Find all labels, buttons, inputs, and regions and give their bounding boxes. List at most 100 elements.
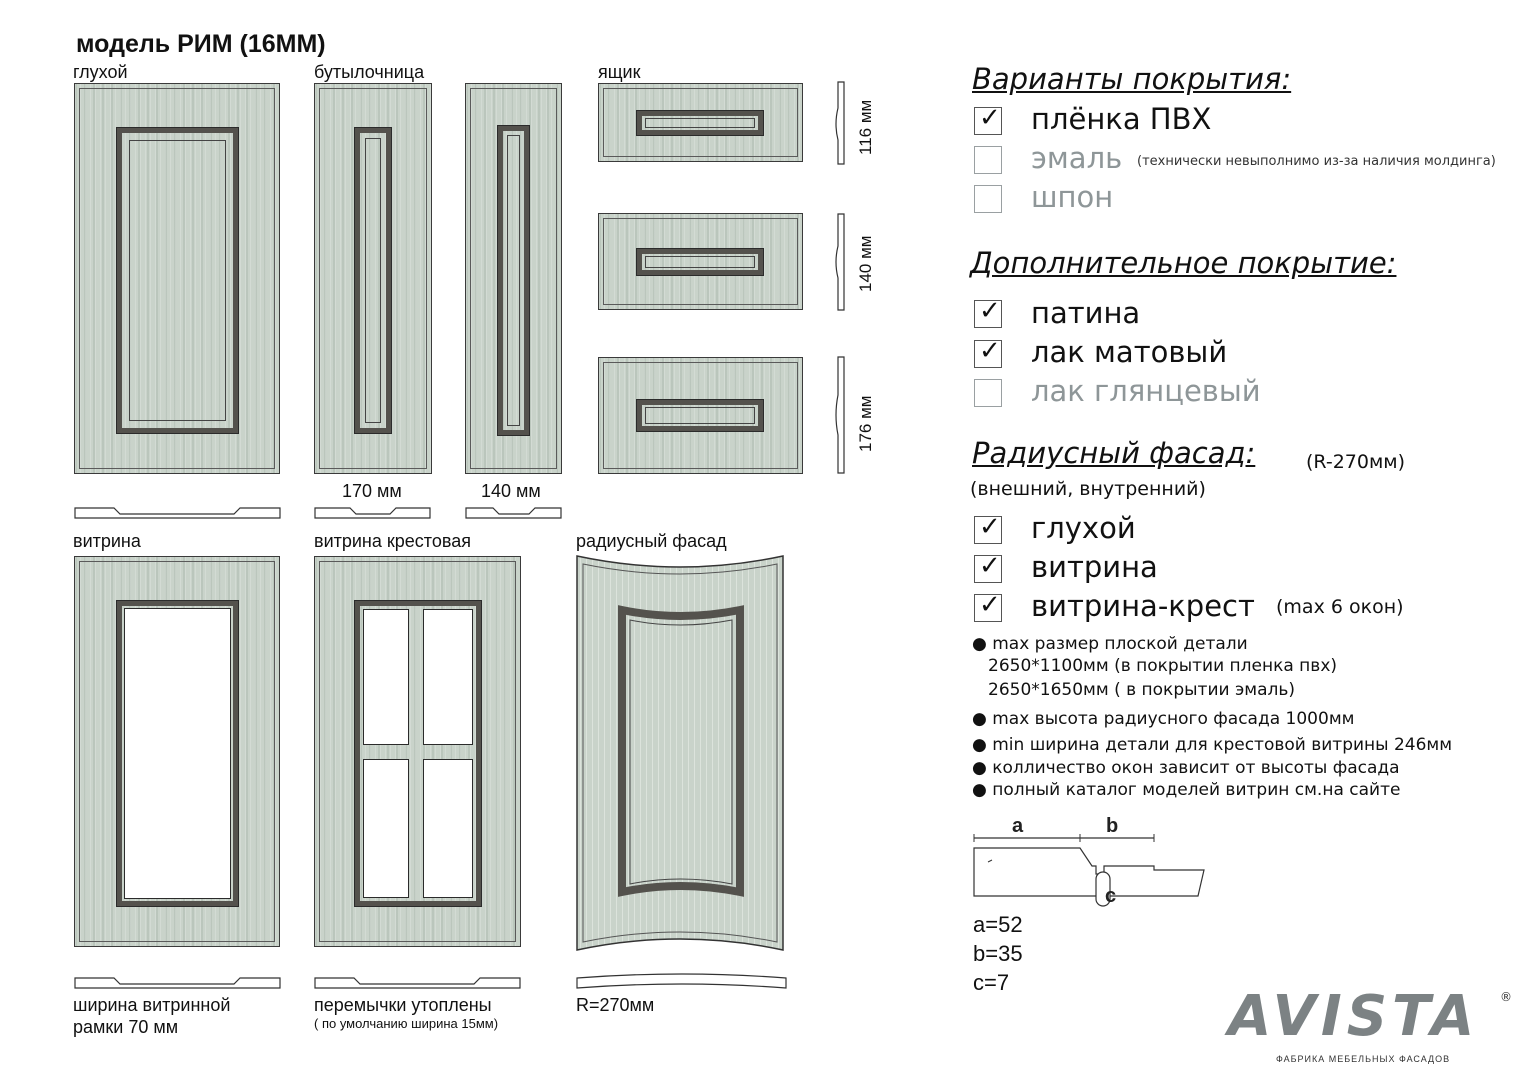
panel-drawer-116: [598, 83, 803, 162]
molding-frame: [354, 600, 482, 907]
page-title: модель РИМ (16ММ): [76, 30, 326, 58]
radius-sub: (внешний, внутренний): [970, 478, 1206, 500]
panel-gluhoy: [74, 83, 280, 474]
molding-frame: [116, 127, 239, 434]
checkbox-radius-vitrina[interactable]: ✓: [974, 553, 1002, 583]
panel-frame: [319, 88, 427, 469]
profile-label-b: b: [1106, 815, 1119, 837]
check-icon: ✓: [979, 512, 1001, 542]
option-radius-vitrina: витрина: [1031, 550, 1158, 584]
checkbox-lak-matovy[interactable]: ✓: [974, 336, 1002, 368]
note-krest-1: перемычки утоплены: [314, 995, 492, 1015]
note-vitrina-2: рамки 70 мм: [73, 1017, 179, 1037]
label-vitrina: витрина: [73, 531, 141, 551]
panel-frame: [79, 88, 275, 469]
panel-drawer-176: [598, 357, 803, 474]
glass-pane: [363, 759, 409, 898]
option-emal: эмаль: [1031, 141, 1123, 175]
panel-frame: [603, 362, 798, 469]
coatings-heading: Варианты покрытия:: [972, 62, 1292, 96]
panel-drawer-140: [598, 213, 803, 310]
label-yaschik: ящик: [598, 62, 641, 82]
radius-heading-note: (R-270мм): [1306, 451, 1406, 473]
bullet-max-size-pvh: 2650*1100мм (в покрытии пленка пвх): [988, 656, 1338, 676]
bullet-max-size: ● max размер плоской детали: [972, 634, 1248, 654]
option-patina: патина: [1031, 296, 1141, 330]
bullet-min-width: ● min ширина детали для крестовой витрин…: [972, 735, 1453, 755]
molding-frame: [636, 399, 764, 432]
label-gluhoy: глухой: [73, 62, 128, 82]
radius-heading: Радиусный фасад:: [972, 436, 1256, 470]
label-width-170: 170 мм: [342, 481, 402, 501]
checkbox-emal[interactable]: [974, 146, 1002, 174]
profile-diagram: [973, 834, 1205, 907]
bullet-catalog: ● полный каталог моделей витрин см.на са…: [972, 780, 1401, 800]
profile-label-a: a: [1012, 815, 1024, 837]
label-height-116: 116 мм: [856, 99, 875, 155]
option-emal-note: (технически невыполнимо из-за наличия мо…: [1137, 154, 1496, 169]
panel-vitrina-krest: [314, 556, 521, 947]
drawer-profile-176: [835, 356, 845, 474]
option-shpon: шпон: [1031, 180, 1114, 214]
profile-value-a: a=52: [973, 912, 1023, 937]
panel-frame: [603, 88, 798, 157]
molding-frame: [116, 600, 239, 907]
option-radius-vitrina-krest-note: (max 6 окон): [1276, 596, 1404, 618]
option-lak-glyancevy: лак глянцевый: [1031, 374, 1261, 408]
option-radius-gluhoy: глухой: [1031, 511, 1136, 545]
label-width-140: 140 мм: [481, 481, 541, 501]
check-icon: ✓: [979, 103, 1001, 133]
checkbox-plenka-pvh[interactable]: ✓: [974, 103, 1002, 135]
panel-butylochnica-140: [465, 83, 562, 474]
bullet-max-size-emal: 2650*1650мм ( в покрытии эмаль): [988, 680, 1296, 700]
note-vitrina-1: ширина витринной: [73, 995, 231, 1015]
option-lak-matovy: лак матовый: [1031, 335, 1228, 369]
checkbox-lak-glyancevy[interactable]: [974, 379, 1002, 407]
panel-frame: [603, 218, 798, 305]
option-plenka-pvh: плёнка ПВХ: [1031, 102, 1212, 136]
drawer-profile-140: [835, 213, 845, 311]
molding-frame: [354, 127, 392, 434]
extra-coatings-heading: Дополнительное покрытие:: [970, 246, 1397, 280]
glass-pane: [423, 609, 473, 745]
checkbox-patina[interactable]: ✓: [974, 298, 1002, 328]
check-icon: ✓: [979, 336, 1001, 366]
checkbox-radius-vitrina-krest[interactable]: ✓: [974, 590, 1002, 622]
edge-profile-butylochnica-170: [314, 507, 431, 519]
note-krest-2: ( по умолчанию ширина 15мм): [314, 1016, 499, 1031]
panel-radius-fasad: [576, 555, 784, 951]
bullet-max-height: ● max высота радиусного фасада 1000мм: [972, 709, 1355, 729]
glass-opening: [124, 608, 231, 899]
checkbox-radius-gluhoy[interactable]: ✓: [974, 512, 1002, 544]
edge-profile-gluhoy: [74, 507, 281, 519]
molding-frame: [636, 248, 764, 276]
edge-profile-vitrina-krest: [314, 977, 521, 989]
raised-center: [645, 118, 755, 128]
edge-profile-radius: [576, 973, 787, 989]
molding-frame: [636, 110, 764, 136]
logo-subtitle: ФАБРИКА МЕБЕЛЬНЫХ ФАСАДОВ: [1276, 1054, 1451, 1064]
avista-logo: AVISTA: [1228, 984, 1480, 1049]
note-radius: R=270мм: [576, 995, 655, 1015]
panel-vitrina: [74, 556, 280, 947]
edge-profile-vitrina: [74, 977, 281, 989]
label-vitrina-krest: витрина крестовая: [314, 531, 471, 551]
edge-profile-butylochnica-140: [465, 507, 562, 519]
raised-center: [645, 256, 755, 268]
glass-pane: [363, 609, 409, 745]
profile-value-b: b=35: [973, 941, 1023, 966]
label-butylochnica: бутылочница: [314, 62, 425, 82]
check-icon: ✓: [979, 590, 1001, 620]
raised-center: [365, 138, 381, 423]
registered-icon: ®: [1500, 990, 1512, 1004]
raised-center: [129, 140, 226, 421]
profile-label-c: c: [1105, 885, 1117, 907]
option-radius-vitrina-krest: витрина-крест: [1031, 589, 1255, 623]
raised-center: [507, 135, 520, 426]
glass-pane: [423, 759, 473, 898]
bullet-windows: ● колличество окон зависит от высоты фас…: [972, 758, 1400, 778]
checkbox-shpon[interactable]: [974, 185, 1002, 213]
label-height-140: 140 мм: [856, 235, 875, 292]
panel-frame: [79, 561, 275, 942]
raised-center: [645, 407, 755, 424]
